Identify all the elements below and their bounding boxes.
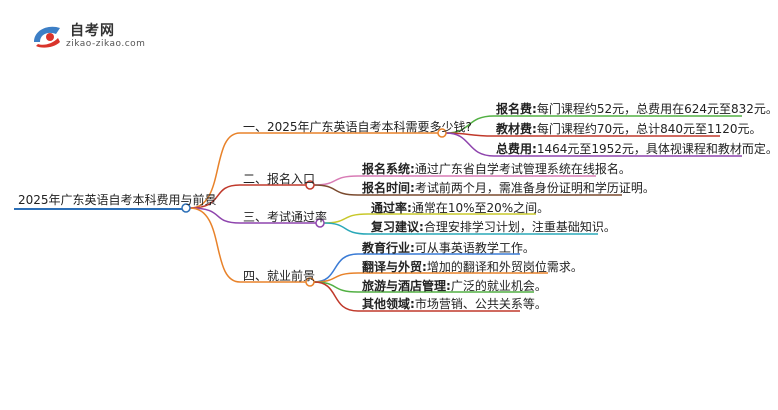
branch-2-node (305, 180, 315, 190)
leaf-1-1: 报名费:每门课程约52元，总费用在624元至832元。 (496, 102, 778, 116)
leaf-1-3: 总费用:1464元至1952元，具体视课程和教材而定。 (496, 142, 778, 156)
branch-3-node (315, 218, 325, 228)
branch-4-node (305, 277, 315, 287)
leaf-2-1: 报名系统:通过广东省自学考试管理系统在线报名。 (362, 162, 631, 176)
branch-label-4: 四、就业前景 (243, 269, 316, 283)
branch-2-connector (189, 184, 241, 209)
branch-label-3: 三、考试通过率 (243, 210, 328, 224)
leaf-3-2-connector (323, 222, 369, 235)
leaf-1-2: 教材费:每门课程约70元，总计840元至1120元。 (496, 122, 762, 136)
leaf-4-1: 教育行业:可从事英语教学工作。 (362, 241, 535, 255)
branch-label-2: 二、报名入口 (243, 172, 316, 186)
branch-label-1: 一、2025年广东英语自考本科需要多少钱? (243, 120, 472, 134)
leaf-4-3: 旅游与酒店管理:广泛的就业机会。 (362, 279, 547, 293)
root-label: 2025年广东英语自考本科费用与前景 (18, 193, 217, 207)
leaf-2-1-connector (313, 175, 359, 186)
leaf-3-2: 复习建议:合理安排学习计划，注重基础知识。 (371, 220, 616, 234)
logo-icon (34, 26, 60, 48)
leaf-3-1: 通过率:通常在10%至20%之间。 (371, 201, 550, 215)
mindmap-canvas (14, 115, 742, 312)
leaf-3-1-connector (323, 213, 369, 224)
leaf-2-2-connector (313, 184, 359, 196)
leaf-4-4-connector (313, 281, 359, 312)
branch-3-connector (189, 207, 241, 224)
leaf-4-4: 其他领域:市场营销、公共关系等。 (362, 297, 547, 311)
leaf-2-2: 报名时间:考试前两个月，需准备身份证明和学历证明。 (362, 181, 655, 195)
logo-name: 自考网 (70, 23, 115, 39)
logo-url: zikao-zikao.com (66, 39, 146, 49)
branch-1-connector (189, 132, 241, 209)
leaf-4-2: 翻译与外贸:增加的翻译和外贸岗位需求。 (362, 260, 583, 274)
root-node (181, 203, 191, 213)
leaf-1-3-connector (445, 132, 495, 157)
branch-1-node (437, 128, 447, 138)
branch-4-connector (189, 207, 241, 283)
